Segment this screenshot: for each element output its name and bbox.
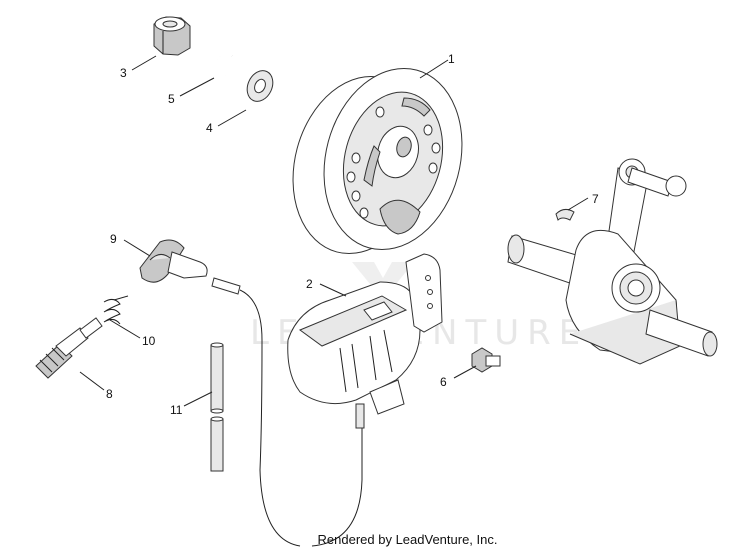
callout-2: 2 [306,277,313,291]
plug-cap-icon [139,239,208,283]
bolt-icon [471,347,501,373]
nut-icon [153,16,191,56]
washer-icon [246,70,274,102]
callout-1: 1 [448,52,455,66]
leader-lines [79,55,589,407]
clip-ring-icon [213,53,233,78]
callout-9: 9 [110,232,117,246]
callout-10: 10 [142,334,156,348]
lead-wire [211,277,363,547]
key-icon [555,208,575,221]
crankshaft-icon [507,158,718,365]
callout-6: 6 [440,375,447,389]
callout-5: 5 [168,92,175,106]
callout-8: 8 [106,387,113,401]
credit-text: Rendered by LeadVenture, Inc. [317,532,498,547]
flywheel-icon [292,67,463,255]
spark-plug-icon [35,317,103,379]
callout-3: 3 [120,66,127,80]
tube-icon [210,342,224,472]
callout-7: 7 [592,192,599,206]
spring-icon [103,295,129,325]
ignition-coil-icon [287,253,443,429]
callout-11: 11 [170,403,183,417]
callout-4: 4 [206,121,213,135]
